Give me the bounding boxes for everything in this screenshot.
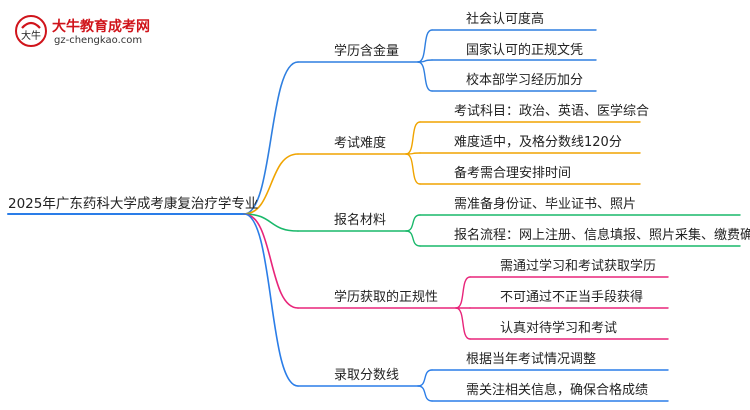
logo-url: gz-chengkao.com <box>54 35 143 46</box>
branch-3-label: 报名材料 <box>334 213 387 228</box>
branch-1-child-2: 国家认可的正规文凭 <box>466 43 584 58</box>
branch-2-connector <box>243 153 299 215</box>
branch-3-child-2: 报名流程：网上注册、信息填报、照片采集、缴费确认 <box>454 228 750 243</box>
branch-1-child-1-connector <box>417 29 433 63</box>
branch-3-connector <box>243 213 299 232</box>
branch-2-label: 考试难度 <box>334 136 387 151</box>
branch-1-child-3: 校本部学习经历加分 <box>466 73 584 88</box>
branch-3-child-1: 需准备身份证、毕业证书、照片 <box>454 197 637 212</box>
branch-5-child-1-connector <box>417 369 433 387</box>
branch-2-child-2: 难度适中，及格分数线120分 <box>454 135 622 150</box>
branch-1-child-1: 社会认可度高 <box>466 12 545 27</box>
logo-mark-text: 大牛 <box>21 29 41 42</box>
logo-title: 大牛教育成考网 <box>52 19 150 35</box>
branch-3-child-1-connector <box>405 214 421 232</box>
logo-mark-icon: 大牛 <box>15 15 47 47</box>
branch-1-label: 学历含金量 <box>334 44 400 59</box>
branch-4-child-1-connector <box>455 276 471 309</box>
branch-4-child-3: 认真对待学习和考试 <box>500 321 618 336</box>
branch-2-child-1-connector <box>405 121 421 155</box>
branch-2-child-3-connector <box>405 153 421 185</box>
branch-2-child-1: 考试科目：政治、英语、医学综合 <box>454 104 650 119</box>
branch-4-label: 学历获取的正规性 <box>334 290 439 305</box>
branch-1-child-3-connector <box>417 61 433 92</box>
branch-5-child-1: 根据当年考试情况调整 <box>466 352 597 367</box>
branch-5-child-2: 需关注相关信息，确保合格成绩 <box>466 383 649 398</box>
branch-1-connector <box>243 61 299 215</box>
site-logo: 大牛 大牛教育成考网 gz-chengkao.com <box>8 8 168 52</box>
branch-4-connector <box>243 213 299 309</box>
branch-5-child-2-connector <box>417 385 433 402</box>
root-topic: 2025年广东药科大学成考康复治疗学专业 <box>8 196 259 212</box>
branch-3-child-2-connector <box>405 230 421 247</box>
branch-5-label: 录取分数线 <box>334 368 400 383</box>
branch-4-child-3-connector <box>455 307 471 340</box>
branch-2-child-3: 备考需合理安排时间 <box>454 166 572 181</box>
branch-5-connector <box>243 213 299 387</box>
branch-4-child-1: 需通过学习和考试获取学历 <box>500 259 657 274</box>
branch-4-child-2: 不可通过不正当手段获得 <box>500 290 644 305</box>
